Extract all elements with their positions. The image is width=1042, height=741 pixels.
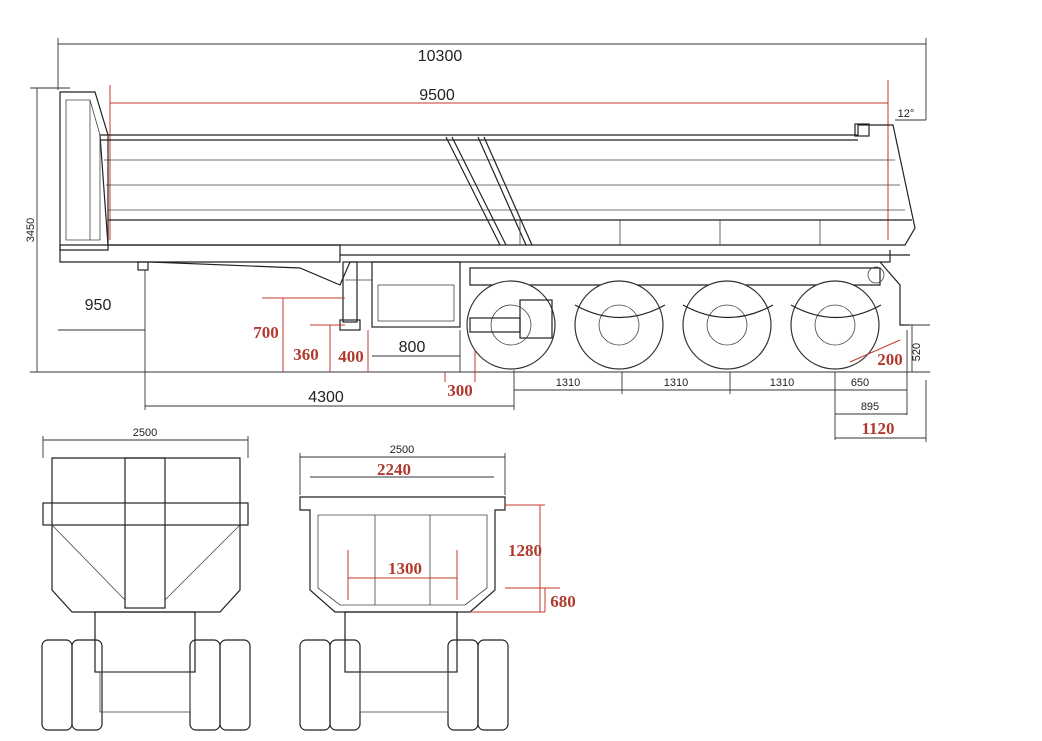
front-overhang-label: 950 — [85, 297, 112, 314]
axle-spacing-1: 1310 — [556, 377, 580, 389]
overall-height-label: 3450 — [25, 218, 37, 242]
toolbox-length: 800 — [399, 339, 426, 356]
body-height: 1280 — [508, 541, 542, 560]
axle-spacing-3: 1310 — [770, 377, 794, 389]
spare-clearance: 300 — [447, 381, 473, 400]
front-body — [51, 457, 241, 613]
rear-bumper — [879, 261, 910, 326]
landing-gear — [339, 261, 372, 331]
front-view: 2500 — [41, 427, 251, 731]
rear-frame-overhang: 895 — [861, 401, 879, 413]
overall-length-label: 10300 — [418, 48, 463, 65]
rear-width-label: 2500 — [390, 444, 414, 456]
toolbox — [371, 261, 461, 328]
landing-gear-height: 700 — [253, 323, 279, 342]
wheels — [466, 280, 880, 370]
body-length-label: 9500 — [419, 87, 455, 104]
front-width-label: 2500 — [133, 427, 157, 439]
floor-height: 680 — [550, 592, 576, 611]
side-view: 10300 9500 3450 — [25, 38, 930, 442]
kingpin — [137, 261, 149, 271]
body-inner-width: 2240 — [377, 460, 411, 479]
bumper-offset: 200 — [877, 350, 903, 369]
kingpin-to-axle-label: 4300 — [308, 389, 344, 406]
rear-axle-overhang: 650 — [851, 377, 869, 389]
chassis-frame — [59, 244, 341, 263]
landing-gear-width: 400 — [338, 347, 364, 366]
rear-total-overhang: 1120 — [861, 419, 894, 438]
landing-gear-offset: 360 — [293, 345, 319, 364]
rear-body — [299, 496, 506, 613]
rear-view: 2500 2240 1300 1280 680 — [299, 444, 576, 731]
axle-spacing-2: 1310 — [664, 377, 688, 389]
tail-angle: 12° — [898, 108, 915, 120]
headboard — [59, 91, 109, 251]
floor-width: 1300 — [388, 559, 422, 578]
rear-bumper-height: 520 — [911, 343, 923, 361]
